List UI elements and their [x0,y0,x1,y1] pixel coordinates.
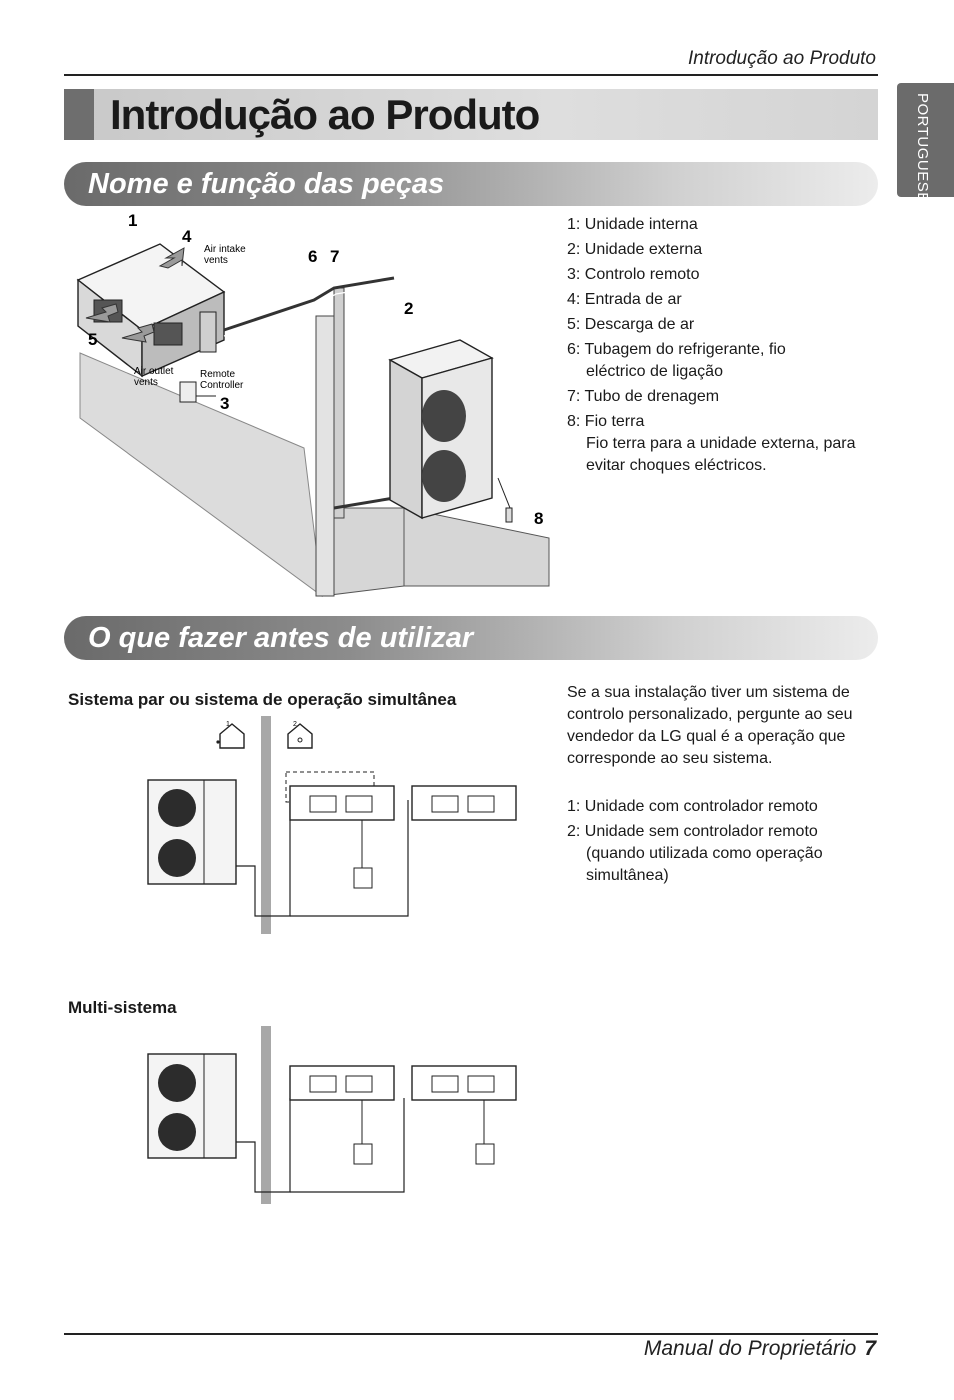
label-5: 5 [88,330,97,349]
parts-list-item: 2: Unidade externa [567,241,703,258]
section-title-parts: Nome e função das peças [88,168,445,200]
controller-list-item: 2: Unidade sem controlador remoto(quando… [567,823,823,884]
language-tab: PORTUGUESE [897,83,954,203]
running-header: Introdução ao Produto [687,48,876,69]
label-7: 7 [330,247,339,266]
title-accent [64,89,94,140]
svg-text:1: 1 [226,721,230,728]
subhead-pair-system: Sistema par ou sistema de operação simul… [68,690,457,709]
footer-rule [64,1333,878,1335]
section-header-parts: Nome e função das peças [64,162,878,206]
parts-list-item: 1: Unidade interna [567,216,698,233]
controller-list-item: 1: Unidade com controlador remoto [567,798,818,815]
page-footer: Manual do Proprietário 7 [64,1337,876,1361]
page-title: Introdução ao Produto [110,91,540,138]
label-6: 6 [308,247,317,266]
installation-diagram: 1 4 6 7 2 5 3 8 Air intake vents Air out… [76,211,550,598]
header-rule [64,74,878,76]
label-8: 8 [534,509,543,528]
controller-list: 1: Unidade com controlador remoto 2: Uni… [567,796,867,890]
subhead-multi-system: Multi-sistema [68,998,177,1017]
manual-label: Manual do Proprietário [643,1337,857,1360]
label-3: 3 [220,394,229,413]
parts-list-item: 4: Entrada de ar [567,291,682,308]
label-4: 4 [182,227,192,246]
house-icon: 2 [287,721,313,749]
custom-control-note: Se a sua instalação tiver um sistema de … [567,684,853,767]
page-title-bar: Introdução ao Produto [64,89,878,140]
parts-list-item: 3: Controlo remoto [567,266,700,283]
section-header-before-use: O que fazer antes de utilizar [64,616,878,660]
parts-list-item: 5: Descarga de ar [567,316,695,333]
remote-line1: Remote [200,369,235,380]
parts-list: 1: Unidade interna 2: Unidade externa 3:… [567,214,867,480]
svg-text:2: 2 [293,721,297,728]
parts-list-item: 7: Tubo de drenagem [567,388,720,405]
label-2: 2 [404,299,413,318]
remote-line2: Controller [200,380,244,391]
air-outlet-line1: Air outlet [134,366,174,377]
language-tab-label: PORTUGUESE [914,93,931,203]
section-title-before-use: O que fazer antes de utilizar [88,622,474,654]
pair-system-diagram: 1 2 [147,716,517,934]
air-intake-line1: Air intake [204,244,246,255]
multi-system-diagram [147,1026,517,1204]
house-icon: 1 [216,721,245,749]
label-1: 1 [128,211,137,230]
air-outlet-line2: vents [134,377,158,388]
page-number: 7 [864,1337,876,1360]
air-intake-line2: vents [204,255,228,266]
